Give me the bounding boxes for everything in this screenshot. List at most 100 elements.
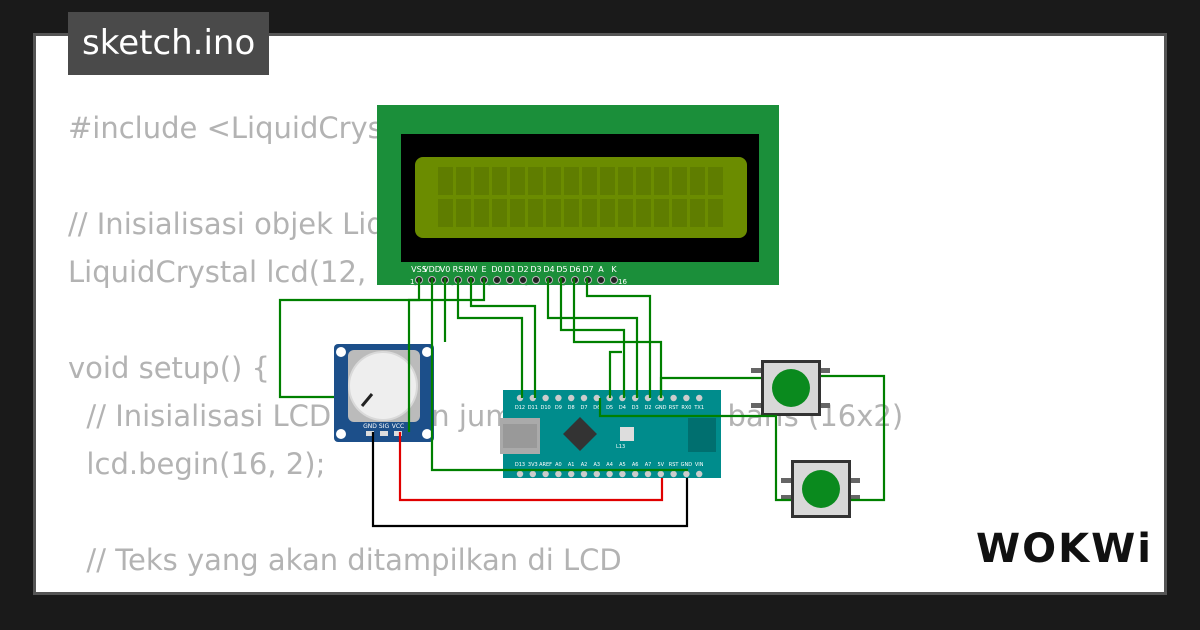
lcd-pin[interactable] [493, 276, 501, 284]
lcd-cell [528, 199, 543, 227]
arduino-bottom-pin-label: GND [681, 462, 693, 468]
arduino-bottom-pin[interactable] [529, 470, 536, 478]
lcd-pin[interactable] [532, 276, 540, 284]
lcd-cell [690, 167, 705, 195]
code-line: lcd.print("Teks Yang Ditampilkan"); [68, 584, 903, 592]
arduino-top-pin-label: D3 [632, 405, 639, 411]
lcd-cell [582, 167, 597, 195]
filename-tab[interactable]: sketch.ino [68, 12, 270, 75]
lcd-cell [672, 199, 687, 227]
arduino-bottom-pin[interactable] [619, 470, 626, 478]
arduino-top-pin[interactable] [568, 394, 575, 402]
arduino-top-pin-label: D7 [580, 405, 587, 411]
arduino-bottom-pin[interactable] [670, 470, 677, 478]
arduino-top-pin[interactable] [696, 394, 703, 402]
pot-pin-label: VCC [392, 423, 404, 430]
code-line: void setup() { [68, 351, 270, 385]
arduino-bottom-pin[interactable] [657, 470, 664, 478]
lcd-cell [600, 167, 615, 195]
arduino-top-pin-label: D6 [593, 405, 600, 411]
arduino-top-pin-label: RST [669, 405, 680, 411]
lcd-cell [438, 199, 453, 227]
arduino-bottom-pin[interactable] [555, 470, 562, 478]
lcd-pin[interactable] [597, 276, 605, 284]
arduino-bottom-pin-label: D13 [515, 462, 525, 468]
pushbutton-2[interactable] [781, 460, 860, 518]
lcd-cell [456, 199, 471, 227]
arduino-bottom-pin[interactable] [696, 470, 703, 478]
arduino-top-pin[interactable] [670, 394, 677, 402]
lcd-pin-label: D6 [569, 265, 580, 274]
arduino-top-pin[interactable] [683, 394, 690, 402]
pot-pin[interactable] [380, 431, 388, 436]
code-line: lcd.begin(16, 2); [68, 447, 326, 481]
arduino-bottom-pin[interactable] [542, 470, 549, 478]
lcd-cell [618, 199, 633, 227]
lcd-pin-label: VDD [423, 265, 441, 274]
lcd-pin-label: K [611, 265, 617, 274]
pushbutton-1[interactable] [751, 360, 830, 416]
lcd-cell [708, 199, 723, 227]
arduino-bottom-pin[interactable] [632, 470, 639, 478]
arduino-top-pin[interactable] [593, 394, 600, 402]
pot-pin-label: GND [363, 423, 377, 430]
arduino-bottom-pin[interactable] [580, 470, 588, 478]
lcd-cell [636, 167, 651, 195]
arduino-bottom-pin-label: A7 [645, 462, 652, 468]
lcd-pin-label: RW [464, 265, 477, 274]
arduino-bottom-pin-label: 5V [657, 462, 664, 468]
lcd-pin-label: D3 [530, 265, 541, 274]
lcd-cell [564, 199, 579, 227]
lcd-pin-label: V0 [440, 265, 451, 274]
pot-pin-label: SIG [379, 423, 390, 430]
lcd-cell [438, 167, 453, 195]
lcd-pin[interactable] [519, 276, 527, 284]
lcd-pin[interactable] [506, 276, 514, 284]
arduino-top-pin-label: D5 [606, 405, 613, 411]
arduino-bottom-pin-label: A5 [619, 462, 626, 468]
arduino-top-pin-label: GND [655, 405, 667, 411]
arduino-bottom-pin-label: A4 [606, 462, 613, 468]
arduino-top-pin[interactable] [580, 394, 588, 402]
arduino-top-pin-label: D8 [568, 405, 575, 411]
arduino-top-pin[interactable] [542, 394, 549, 402]
lcd-cell [492, 199, 507, 227]
arduino-bottom-pin[interactable] [683, 470, 690, 478]
arduino-bottom-pin-label: 3V3 [528, 462, 538, 468]
arduino-bottom-pin[interactable] [568, 470, 575, 478]
lcd-cell [600, 199, 615, 227]
lcd-cell [690, 199, 705, 227]
arduino-top-pin[interactable] [555, 394, 562, 402]
lcd-cell [636, 199, 651, 227]
arduino-bottom-pin[interactable] [516, 470, 524, 478]
lcd-cell [672, 167, 687, 195]
arduino-top-pin-label: D12 [515, 405, 525, 411]
lcd-cell [474, 199, 489, 227]
arduino-top-pin-label: D4 [619, 405, 626, 411]
code-line: // Teks yang akan ditampilkan di LCD [68, 543, 622, 577]
lcd-pin-label: E [481, 265, 486, 274]
lcd-cell [708, 167, 723, 195]
lcd-cell [474, 167, 489, 195]
pot-pin[interactable] [366, 431, 374, 436]
pot-pin[interactable] [394, 431, 402, 436]
arduino-bottom-pin[interactable] [644, 470, 652, 478]
arduino-bottom-pin-label: A2 [581, 462, 588, 468]
arduino-led-label: L13 [616, 444, 625, 450]
lcd-pin-label: D0 [491, 265, 502, 274]
arduino-top-pin-label: D11 [528, 405, 538, 411]
lcd-cell [456, 167, 471, 195]
arduino-top-pin-label: RX0 [681, 405, 691, 411]
arduino-bottom-pin[interactable] [606, 470, 613, 478]
lcd-pin-label: VSS [411, 265, 427, 274]
arduino-bottom-pin-label: A3 [593, 462, 600, 468]
arduino-bottom-pin[interactable] [593, 470, 600, 478]
lcd-pin-label: D1 [504, 265, 515, 274]
arduino-top-pin-label: D10 [540, 405, 550, 411]
lcd-pin[interactable] [610, 276, 618, 284]
lcd-pin-label: A [598, 265, 604, 274]
lcd-cell [510, 167, 525, 195]
